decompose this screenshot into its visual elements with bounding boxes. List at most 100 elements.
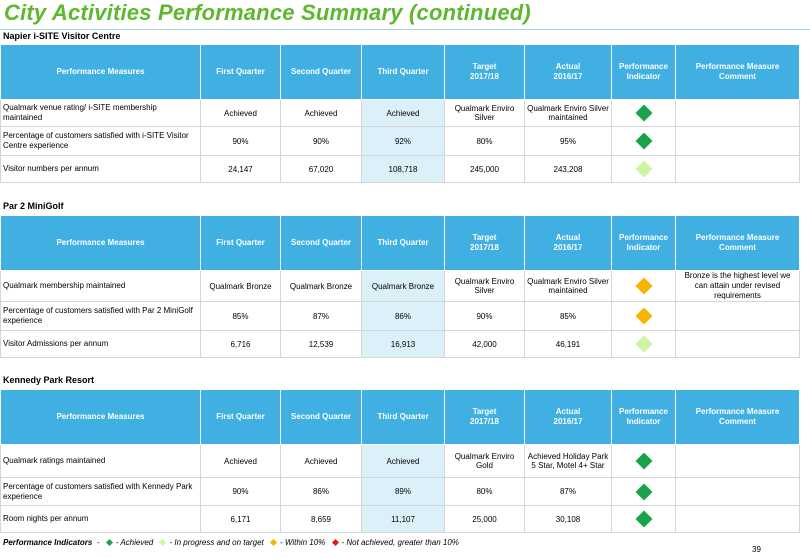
first-quarter-cell: Qualmark Bronze xyxy=(200,270,281,302)
second-quarter-cell: 67,020 xyxy=(280,155,362,183)
indicator-cell xyxy=(611,330,676,358)
second-quarter-cell: 8,659 xyxy=(280,505,362,533)
second-quarter-cell: Achieved xyxy=(280,444,362,478)
column-header-measures: Performance Measures xyxy=(0,389,201,445)
actual-cell: 87% xyxy=(524,477,612,506)
first-quarter-cell: 85% xyxy=(200,301,281,331)
column-header-third-quarter: Third Quarter xyxy=(361,44,445,100)
indicator-cell xyxy=(611,126,676,156)
actual-cell: 46,191 xyxy=(524,330,612,358)
first-quarter-cell: 24,147 xyxy=(200,155,281,183)
second-quarter-cell: 86% xyxy=(280,477,362,506)
comment-cell xyxy=(675,477,800,506)
third-quarter-cell: 92% xyxy=(361,126,445,156)
table-row: Percentage of customers satisfied with i… xyxy=(0,126,800,156)
comment-cell xyxy=(675,126,800,156)
first-quarter-cell: 90% xyxy=(200,126,281,156)
measure-cell: Room nights per annum xyxy=(0,505,201,533)
third-quarter-cell: Qualmark Bronze xyxy=(361,270,445,302)
target-cell: 80% xyxy=(444,126,525,156)
indicator-cell xyxy=(611,270,676,302)
legend-within-icon xyxy=(269,539,278,547)
achieved-indicator-icon xyxy=(635,132,652,150)
column-header-second-quarter: Second Quarter xyxy=(280,215,362,271)
actual-cell: 95% xyxy=(524,126,612,156)
indicator-cell xyxy=(611,301,676,331)
legend-label: Performance Indicators xyxy=(3,538,93,547)
page-title: City Activities Performance Summary (con… xyxy=(4,0,531,25)
first-quarter-cell: 6,171 xyxy=(200,505,281,533)
comment-cell xyxy=(675,505,800,533)
indicator-cell xyxy=(611,155,676,183)
second-quarter-cell: Achieved xyxy=(280,99,362,127)
third-quarter-cell: Achieved xyxy=(361,444,445,478)
target-cell: Qualmark Enviro Silver xyxy=(444,270,525,302)
comment-cell: Bronze is the highest level we can attai… xyxy=(675,270,800,302)
title-divider xyxy=(0,29,810,30)
target-cell: 245,000 xyxy=(444,155,525,183)
legend-not-achieved-icon xyxy=(331,539,339,547)
progress-indicator-icon xyxy=(635,160,652,178)
comment-cell xyxy=(675,330,800,358)
actual-cell: 30,108 xyxy=(524,505,612,533)
table-row: Percentage of customers satisfied with P… xyxy=(0,301,800,331)
first-quarter-cell: 6,716 xyxy=(200,330,281,358)
actual-cell: Qualmark Enviro Silver maintained xyxy=(524,270,612,302)
indicator-cell xyxy=(611,505,676,533)
legend-progress-text: - In progress and on target xyxy=(169,538,264,547)
target-cell: Qualmark Enviro Gold xyxy=(444,444,525,478)
achieved-indicator-icon xyxy=(635,483,652,500)
second-quarter-cell: Qualmark Bronze xyxy=(280,270,362,302)
target-cell: 80% xyxy=(444,477,525,506)
first-quarter-cell: 90% xyxy=(200,477,281,506)
third-quarter-cell: 108,718 xyxy=(361,155,445,183)
legend-achieved-icon xyxy=(105,539,113,547)
progress-indicator-icon xyxy=(635,335,652,353)
second-quarter-cell: 90% xyxy=(280,126,362,156)
column-header-second-quarter: Second Quarter xyxy=(280,389,362,445)
measure-cell: Qualmark venue rating/ i-SITE membership… xyxy=(0,99,201,127)
comment-cell xyxy=(675,301,800,331)
comment-cell xyxy=(675,99,800,127)
actual-cell: Achieved Holiday Park 5 Star, Motel 4+ S… xyxy=(524,444,612,478)
target-cell: Qualmark Enviro Silver xyxy=(444,99,525,127)
third-quarter-cell: 89% xyxy=(361,477,445,506)
indicator-cell xyxy=(611,99,676,127)
achieved-indicator-icon xyxy=(635,510,652,528)
first-quarter-cell: Achieved xyxy=(200,99,281,127)
measure-cell: Visitor Admissions per annum xyxy=(0,330,201,358)
measure-cell: Qualmark membership maintained xyxy=(0,270,201,302)
first-quarter-cell: Achieved xyxy=(200,444,281,478)
within-indicator-icon xyxy=(635,277,652,295)
third-quarter-cell: 86% xyxy=(361,301,445,331)
third-quarter-cell: Achieved xyxy=(361,99,445,127)
achieved-indicator-icon xyxy=(635,452,652,470)
measure-cell: Percentage of customers satisfied with i… xyxy=(0,126,201,156)
target-cell: 25,000 xyxy=(444,505,525,533)
second-quarter-cell: 87% xyxy=(280,301,362,331)
legend-within-text: - Within 10% xyxy=(279,538,326,547)
indicator-cell xyxy=(611,444,676,478)
measure-cell: Visitor numbers per annum xyxy=(0,155,201,183)
table-row: Qualmark venue rating/ i-SITE membership… xyxy=(0,99,800,127)
target-cell: 42,000 xyxy=(444,330,525,358)
section-title-minigolf: Par 2 MiniGolf xyxy=(3,201,64,211)
